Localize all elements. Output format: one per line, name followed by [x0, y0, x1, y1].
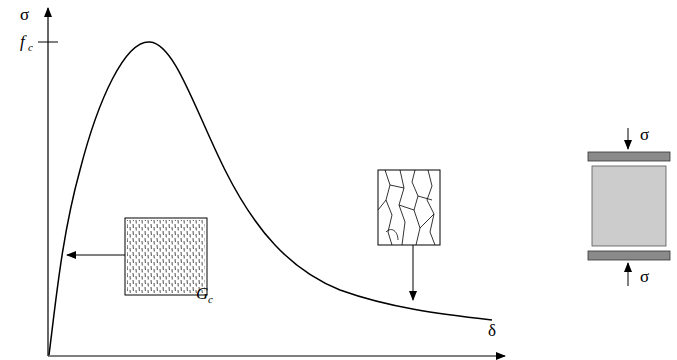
microcrack-texture	[127, 220, 205, 293]
load-arrow	[628, 263, 629, 286]
load-label: σ	[640, 268, 649, 285]
y-axis	[47, 8, 48, 356]
macrocrack-inset	[378, 170, 440, 245]
bottom-plate	[588, 251, 670, 260]
subscript: c	[208, 294, 213, 305]
crack-lines	[378, 170, 435, 245]
peak-tick	[38, 42, 58, 43]
axis-label: σ	[20, 6, 29, 23]
leader-arrow	[67, 255, 125, 256]
microcrack-inset	[125, 218, 207, 295]
leader-arrow	[413, 245, 414, 300]
concrete-specimen	[592, 166, 666, 246]
energy-label: G	[196, 285, 208, 302]
subscript: c	[28, 42, 33, 53]
peak-label: f	[20, 33, 25, 50]
top-plate	[588, 152, 670, 161]
axis-label: δ	[488, 322, 496, 339]
load-arrow	[628, 128, 629, 149]
load-label: σ	[640, 126, 649, 143]
stress-curve	[49, 42, 492, 355]
x-axis	[48, 355, 505, 356]
